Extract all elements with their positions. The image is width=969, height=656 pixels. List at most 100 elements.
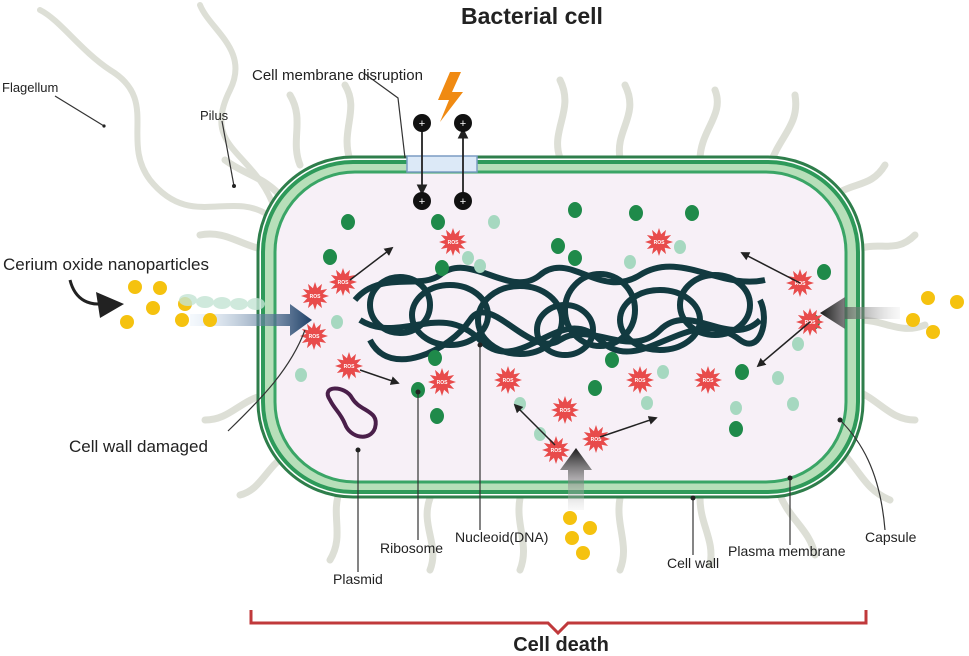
ribosome-light (474, 259, 486, 273)
nanoparticle (576, 546, 590, 560)
ros-marker: ROS (645, 228, 673, 256)
ros-marker: ROS (300, 322, 328, 350)
ribosome (817, 264, 831, 280)
ros-marker: ROS (428, 368, 456, 396)
nanoparticle (906, 313, 920, 327)
svg-text:ROS: ROS (309, 334, 321, 340)
label-wall-damaged: Cell wall damaged (69, 437, 208, 456)
ion-bottom-left: + (413, 192, 431, 210)
svg-text:ROS: ROS (338, 280, 350, 286)
ribosome (629, 205, 643, 221)
ribosome-light (674, 240, 686, 254)
label-plasmid: Plasmid (333, 571, 383, 587)
ribosome-light (657, 365, 669, 379)
ribosome (551, 238, 565, 254)
ribosome (430, 408, 444, 424)
flagellum-tail (37, 7, 271, 218)
particle-trail (179, 294, 265, 310)
svg-text:ROS: ROS (310, 294, 322, 300)
ribosome-light (624, 255, 636, 269)
ribosome-light (331, 315, 343, 329)
svg-text:+: + (460, 196, 466, 208)
ion-bottom-right: + (454, 192, 472, 210)
ribosome (431, 214, 445, 230)
label-cell-wall: Cell wall (667, 555, 719, 571)
ribosome-light (462, 251, 474, 265)
ros-marker: ROS (494, 366, 522, 394)
ros-marker: ROS (301, 282, 329, 310)
ribosome-light (488, 215, 500, 229)
label-flagellum: Flagellum (2, 80, 58, 95)
label-nanoparticles: Cerium oxide nanoparticles (3, 255, 209, 274)
ros-marker: ROS (626, 366, 654, 394)
ribosome (685, 205, 699, 221)
ribosome (588, 380, 602, 396)
ribosome-light (787, 397, 799, 411)
ros-group: ROS ROS ROS ROS ROS ROS ROS ROS ROS ROS ROS ROS ROS R… (300, 228, 824, 464)
ros-marker: ROS (542, 436, 570, 464)
flagellum-tail-2 (197, 2, 278, 213)
cell-death-bracket (249, 610, 868, 636)
svg-text:+: + (419, 118, 425, 130)
svg-text:ROS: ROS (591, 437, 603, 443)
ribosome-light (514, 397, 526, 411)
ros-marker: ROS (551, 396, 579, 424)
ribosome-light (641, 396, 653, 410)
nanoparticle-arrows (68, 279, 900, 510)
label-plasma-membrane: Plasma membrane (728, 543, 846, 559)
svg-text:ROS: ROS (654, 240, 666, 246)
ribosome-light (792, 337, 804, 351)
ros-marker: ROS (439, 228, 467, 256)
ribosome (735, 364, 749, 380)
leader-dots (102, 124, 843, 501)
nucleoid (352, 263, 767, 363)
plasmid-shape (325, 386, 378, 439)
nanoparticle (175, 313, 189, 327)
nanoparticle (120, 315, 134, 329)
svg-text:ROS: ROS (560, 408, 572, 414)
diagram-title: Bacterial cell (461, 3, 603, 29)
svg-text:ROS: ROS (344, 364, 356, 370)
nanoparticle (926, 325, 940, 339)
label-nucleoid: Nucleoid(DNA) (455, 529, 548, 545)
svg-text:ROS: ROS (551, 448, 563, 454)
svg-text:ROS: ROS (503, 378, 515, 384)
nanoparticle (153, 281, 167, 295)
membrane-pore (406, 155, 478, 173)
ribosome (605, 352, 619, 368)
nanoparticle (203, 313, 217, 327)
lightning-icon (438, 72, 463, 122)
svg-text:ROS: ROS (437, 380, 449, 386)
ion-top-right: + (454, 114, 472, 132)
svg-text:ROS: ROS (795, 281, 807, 287)
label-capsule: Capsule (865, 529, 917, 545)
nanoparticle (146, 301, 160, 315)
ion-top-left: + (413, 114, 431, 132)
ros-marker: ROS (335, 352, 363, 380)
ros-arrows (349, 246, 811, 446)
nanoparticle (583, 521, 597, 535)
ros-marker: ROS (694, 366, 722, 394)
ribosome (341, 214, 355, 230)
nanoparticle (950, 295, 964, 309)
ribosome (568, 250, 582, 266)
label-pilus: Pilus (200, 108, 229, 123)
svg-text:ROS: ROS (635, 378, 647, 384)
ion-transport: + + + + (413, 114, 472, 210)
ribosome (435, 260, 449, 276)
svg-text:ROS: ROS (448, 240, 460, 246)
nanoparticle (565, 531, 579, 545)
ribosome (323, 249, 337, 265)
nanoparticle (563, 511, 577, 525)
svg-text:+: + (419, 196, 425, 208)
ribosome-light (534, 427, 546, 441)
svg-text:+: + (460, 118, 466, 130)
ribosome-light (295, 368, 307, 382)
ribosome (428, 350, 442, 366)
label-cell-death: Cell death (513, 634, 609, 656)
svg-text:ROS: ROS (805, 320, 817, 326)
ribosome (568, 202, 582, 218)
label-membrane-disruption: Cell membrane disruption (252, 67, 423, 84)
